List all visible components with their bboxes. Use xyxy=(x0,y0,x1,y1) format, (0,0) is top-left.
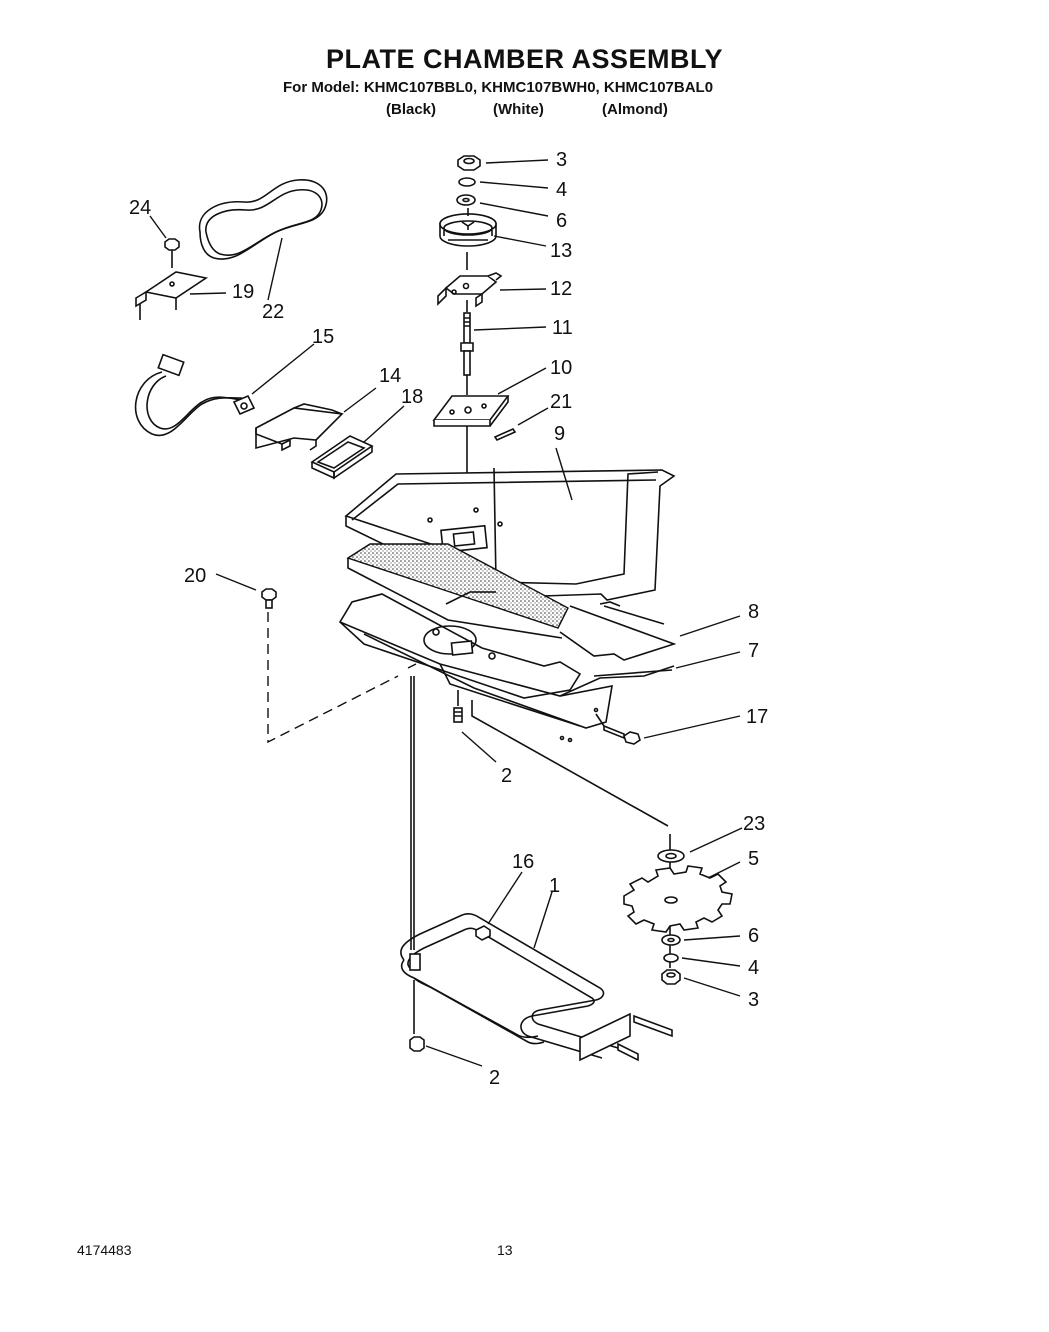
part-washer-top xyxy=(458,177,476,187)
part-screw-20 xyxy=(261,588,277,609)
model-numbers: For Model: KHMC107BBL0, KHMC107BWH0, KHM… xyxy=(283,79,714,96)
part-screw-2-upper xyxy=(453,707,463,723)
color-white: (White) xyxy=(493,101,544,118)
callout-14: 14 xyxy=(379,365,401,387)
callout-19: 19 xyxy=(232,281,254,303)
part-bracket xyxy=(437,272,503,308)
part-heating-element xyxy=(400,913,673,1062)
callout-4-top: 4 xyxy=(556,179,567,201)
part-pulley xyxy=(439,213,497,247)
page-number: 13 xyxy=(497,1242,513,1258)
part-nut-top xyxy=(457,155,481,171)
part-pin xyxy=(493,427,517,442)
part-screw-2-lower xyxy=(409,1036,425,1052)
part-sensor-bracket xyxy=(255,403,344,452)
part-insulation-plate xyxy=(346,543,677,661)
page-title: PLATE CHAMBER ASSEMBLY xyxy=(325,44,724,74)
color-black: (Black) xyxy=(386,101,437,118)
document-number: 4174483 xyxy=(77,1242,132,1258)
part-screw-24 xyxy=(164,238,180,268)
part-washer-23 xyxy=(657,849,685,863)
part-spacer-plate xyxy=(432,395,510,427)
part-thermal-fuse-harness xyxy=(134,353,256,437)
part-shaft xyxy=(460,312,474,376)
callout-3-top: 3 xyxy=(556,149,567,171)
callout-17: 17 xyxy=(746,706,768,728)
callout-20: 20 xyxy=(184,565,206,587)
callout-6-lower: 6 xyxy=(748,925,759,947)
callout-8: 8 xyxy=(748,601,759,623)
callout-2-lower: 2 xyxy=(489,1067,500,1089)
callout-6-top: 6 xyxy=(556,210,567,232)
part-screw-17 xyxy=(603,724,641,745)
callout-leaders xyxy=(149,159,743,1067)
callout-7: 7 xyxy=(748,640,759,662)
callout-1: 1 xyxy=(549,875,560,897)
part-spring-washer-6-lower xyxy=(661,934,681,946)
part-mount-bracket xyxy=(135,271,209,320)
callout-11: 11 xyxy=(552,317,573,339)
callout-12: 12 xyxy=(550,278,572,300)
callout-13: 13 xyxy=(550,240,572,262)
callout-5: 5 xyxy=(748,848,759,870)
callout-3-lower: 3 xyxy=(748,989,759,1011)
callout-2-upper: 2 xyxy=(501,765,512,787)
callout-labels: 3 4 6 13 12 11 10 21 9 24 19 22 15 14 18… xyxy=(129,149,768,1089)
part-spacer-frame xyxy=(310,435,374,480)
callout-23: 23 xyxy=(743,813,765,835)
callout-24: 24 xyxy=(129,197,151,219)
part-star-roller xyxy=(623,865,733,933)
color-almond: (Almond) xyxy=(602,101,668,118)
part-washer-4-lower xyxy=(663,953,679,963)
part-drive-belt xyxy=(198,179,328,260)
callout-9: 9 xyxy=(554,423,565,445)
callout-18: 18 xyxy=(401,386,423,408)
part-bottom-plate xyxy=(338,593,675,743)
callout-21: 21 xyxy=(550,391,572,413)
callout-4-lower: 4 xyxy=(748,957,759,979)
callout-16: 16 xyxy=(512,851,534,873)
part-nut-3-lower xyxy=(661,969,681,985)
callout-22: 22 xyxy=(262,301,284,323)
callout-10: 10 xyxy=(550,357,572,379)
part-spring-washer-top xyxy=(456,194,476,206)
callout-15: 15 xyxy=(312,326,334,348)
